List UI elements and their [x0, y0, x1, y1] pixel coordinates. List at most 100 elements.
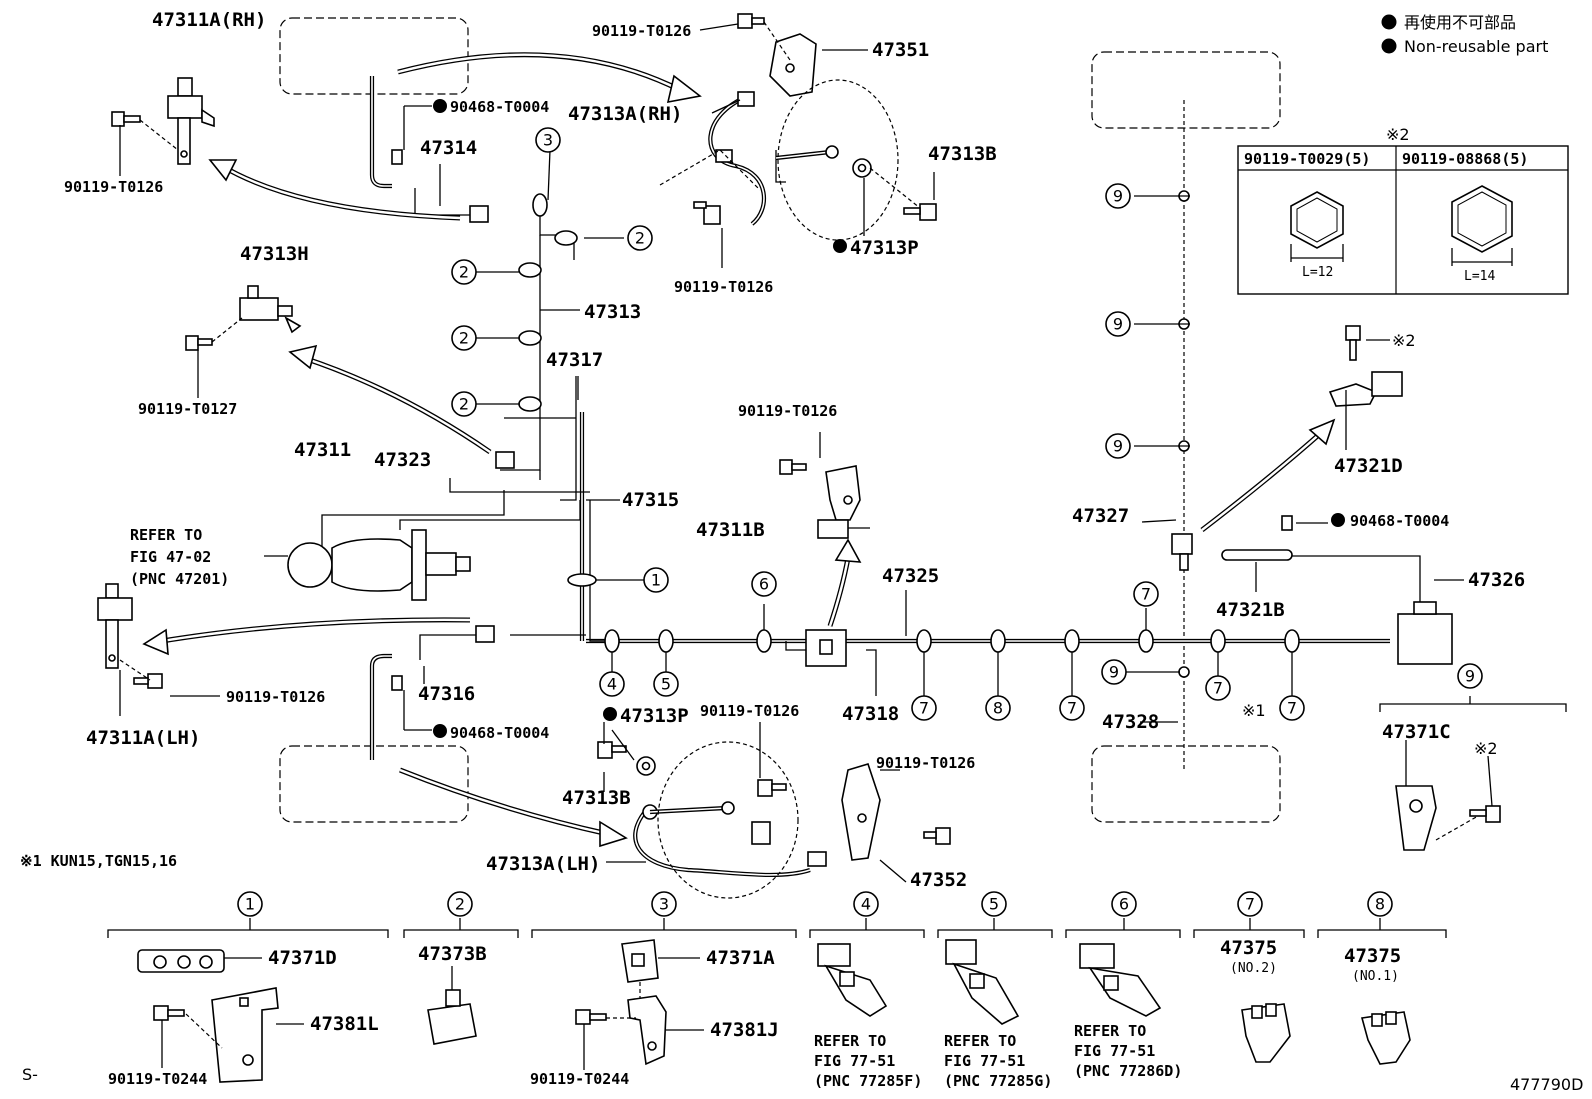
non-reusable-dot-icon: [603, 707, 617, 721]
svg-text:REFER TO: REFER TO: [814, 1032, 886, 1050]
front-brake-tube: [369, 76, 392, 189]
rear-brake-tube: [369, 653, 392, 760]
top-right-area-box: [1091, 51, 1281, 129]
label-47326: 47326: [1468, 569, 1525, 591]
washer-icon: [636, 756, 656, 776]
bolt-icon: [923, 827, 951, 845]
label-90119-T0126: 90119-T0126: [738, 402, 837, 420]
tee-fitting-47327: [1171, 533, 1193, 571]
label-47313B: 47313B: [928, 143, 997, 165]
label-90468-T0004: 90468-T0004: [450, 98, 549, 116]
svg-text:7: 7: [1213, 679, 1223, 698]
detail-panels: 1 2 3 4 5 6 7 8 47371D 47381L 90119-T024…: [107, 891, 1447, 1090]
bolt-icon: [737, 13, 765, 29]
svg-text:REFER TO: REFER TO: [130, 526, 202, 544]
clip-47375-no1: [1360, 1011, 1411, 1065]
clip-icon: [1281, 515, 1293, 531]
size-col2-header: 90119-08868(5): [1402, 150, 1528, 168]
label-47323: 47323: [374, 449, 431, 471]
svg-text:※2: ※2: [1386, 125, 1410, 144]
svg-text:REFER TO: REFER TO: [944, 1032, 1016, 1050]
label-47375-no1: 47375: [1344, 945, 1401, 967]
label-47328: 47328: [1102, 711, 1159, 733]
hex-head-icon: [1451, 185, 1513, 253]
label-90468-T0004: 90468-T0004: [450, 724, 549, 742]
rear-wheel-area-box: [279, 745, 469, 823]
bolt-size-table: ※2 90119-T0029(5) 90119-08868(5) L=12 L=…: [1237, 125, 1569, 295]
non-reusable-dot-icon: [433, 724, 447, 738]
clamp-77286D: [1079, 943, 1162, 1017]
junction-block-47326: [1397, 601, 1453, 665]
svg-text:6: 6: [1119, 895, 1129, 914]
svg-text:2: 2: [455, 895, 465, 914]
label-47315: 47315: [622, 489, 679, 511]
label-47316: 47316: [418, 683, 475, 705]
svg-text:6: 6: [759, 575, 769, 594]
label-47313: 47313: [584, 301, 641, 323]
clip-47375-no2: [1241, 1003, 1291, 1063]
corner-left-code: S-: [22, 1065, 38, 1084]
part-labels: 47311A(RH) 90119-T0126 47351 90468-T0004…: [64, 9, 1525, 891]
svg-text:5: 5: [661, 675, 671, 694]
part-47311B: [817, 465, 861, 539]
svg-text:(PNC 77285F): (PNC 77285F): [814, 1072, 922, 1090]
label-47311: 47311: [294, 439, 351, 461]
label-47321D: 47321D: [1334, 455, 1403, 477]
label-47327: 47327: [1072, 505, 1129, 527]
bolt-icon: [111, 111, 141, 127]
detail-ellipse-lh: [657, 741, 799, 899]
mark-x2: ※2: [1474, 739, 1498, 758]
label-90119-T0126: 90119-T0126: [674, 278, 773, 296]
label-47317: 47317: [546, 349, 603, 371]
svg-text:REFER TO: REFER TO: [1074, 1022, 1146, 1040]
part-47311A-LH: [97, 583, 133, 669]
svg-text:9: 9: [1465, 667, 1475, 686]
pipe-47321B: [1221, 549, 1293, 561]
diagram-id: 477790D: [1510, 1075, 1583, 1094]
washer-icon: [852, 158, 872, 178]
bottom-right-area-box: [1091, 745, 1281, 823]
mark-x2: ※2: [1392, 331, 1416, 350]
clamp-77285F: [817, 943, 888, 1017]
bracket-47381L: [211, 987, 279, 1083]
refer-master-cylinder: REFER TO FIG 47-02 (PNC 47201): [130, 526, 229, 588]
svg-text:(PNC 47201): (PNC 47201): [130, 570, 229, 588]
label-47313H: 47313H: [240, 243, 309, 265]
non-reusable-dot-icon: [433, 99, 447, 113]
svg-text:8: 8: [1375, 895, 1385, 914]
detail-ellipse-rh: [777, 79, 899, 241]
svg-text:1: 1: [651, 571, 661, 590]
label-47375-no2-sub: (NO.2): [1230, 961, 1277, 976]
svg-text:7: 7: [1287, 699, 1297, 718]
legend-japanese: 再使用不可部品: [1404, 13, 1516, 32]
bolt-icon: [779, 459, 807, 475]
bracket-47352: [841, 763, 881, 861]
junction-block-47318: [805, 629, 847, 667]
non-reusable-dot-icon: [1331, 513, 1345, 527]
svg-text:9: 9: [1109, 663, 1119, 682]
svg-text:3: 3: [543, 131, 553, 150]
leader-lines: [119, 23, 1567, 883]
svg-text:2: 2: [459, 329, 469, 348]
clamp-47371C: [1395, 785, 1437, 851]
svg-text:7: 7: [919, 699, 929, 718]
label-47325: 47325: [882, 565, 939, 587]
svg-text:4: 4: [861, 895, 871, 914]
label-90119-T0126: 90119-T0126: [700, 702, 799, 720]
clamp-77285G: [945, 939, 1020, 1025]
part-47321D: [1328, 325, 1403, 407]
bolt-icon: [133, 673, 163, 689]
bolt-icon: [597, 741, 627, 759]
svg-text:1: 1: [245, 895, 255, 914]
label-47311A-LH: 47311A(LH): [86, 727, 200, 749]
clip-icon: [391, 149, 403, 165]
bolt-icon: [153, 1005, 185, 1021]
svg-text:FIG 77-51: FIG 77-51: [1074, 1042, 1155, 1060]
pipe-clamps: [518, 190, 1300, 678]
bolt-icon: [903, 203, 937, 221]
label-47375-no1-sub: (NO.1): [1352, 969, 1399, 984]
label-90119-T0126: 90119-T0126: [226, 688, 325, 706]
clamp-47371A: [621, 939, 659, 983]
svg-text:7: 7: [1067, 699, 1077, 718]
svg-text:8: 8: [993, 699, 1003, 718]
